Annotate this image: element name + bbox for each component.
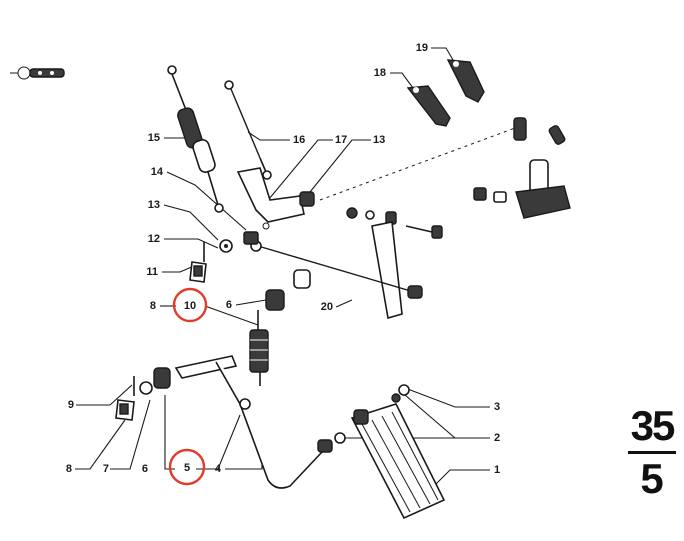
callout-c4: 4 <box>215 463 222 475</box>
manufacturer-logo-icon <box>10 66 65 80</box>
clip-19 <box>446 59 485 103</box>
callout-c14: 14 <box>151 166 164 178</box>
section-number-top: 35 <box>630 402 676 449</box>
nut-14 <box>243 231 259 245</box>
highlight-circle-part-10 <box>172 287 208 323</box>
callout-c18: 18 <box>374 67 386 79</box>
callout-c15: 15 <box>148 132 160 144</box>
upper-right-fittings <box>473 117 571 219</box>
clip-18 <box>406 85 451 127</box>
washer-7 <box>139 381 153 395</box>
callout-c19: 19 <box>416 42 428 54</box>
callout-c8b: 8 <box>66 463 72 475</box>
pedal-shaft-4 <box>174 355 333 489</box>
callout-c2: 2 <box>494 432 500 444</box>
shaft-fasteners <box>346 207 443 239</box>
accelerator-pedal-1 <box>350 403 446 520</box>
callout-c12: 12 <box>148 233 160 245</box>
callout-c1: 1 <box>494 464 500 476</box>
section-number-bottom: 5 <box>640 455 664 502</box>
callout-c13a: 13 <box>148 199 160 211</box>
callout-c13b: 13 <box>373 134 385 146</box>
callout-c6a: 6 <box>226 299 232 311</box>
pedal-washers-2-3 <box>334 384 410 444</box>
callout-c8a: 8 <box>150 300 156 312</box>
clip-11 <box>189 261 207 283</box>
leader-lines <box>75 47 490 493</box>
spring-10 <box>249 310 269 386</box>
upper-rod-16 <box>224 80 272 180</box>
highlight-circle-part-5 <box>168 448 206 486</box>
upper-rod-15 <box>167 65 224 213</box>
washer-13 <box>219 239 233 253</box>
callout-c10: 10 <box>184 300 196 312</box>
clip-8-lower <box>115 399 135 421</box>
bushing-6-lower <box>153 367 171 389</box>
section-number: 35 5 <box>626 404 678 501</box>
callout-c9: 9 <box>68 399 74 411</box>
callout-c3: 3 <box>494 401 500 413</box>
section-divider <box>628 451 676 454</box>
callout-c20: 20 <box>321 301 333 313</box>
callout-c16: 16 <box>293 134 305 146</box>
callout-c6b: 6 <box>142 463 148 475</box>
callout-c17: 17 <box>335 134 347 146</box>
callout-c7: 7 <box>103 463 109 475</box>
relay-lever <box>371 221 403 320</box>
nut-13-upper <box>299 191 315 207</box>
callout-c11: 11 <box>146 266 158 278</box>
callout-c5: 5 <box>184 462 190 474</box>
bushing-6-upper <box>265 269 311 311</box>
